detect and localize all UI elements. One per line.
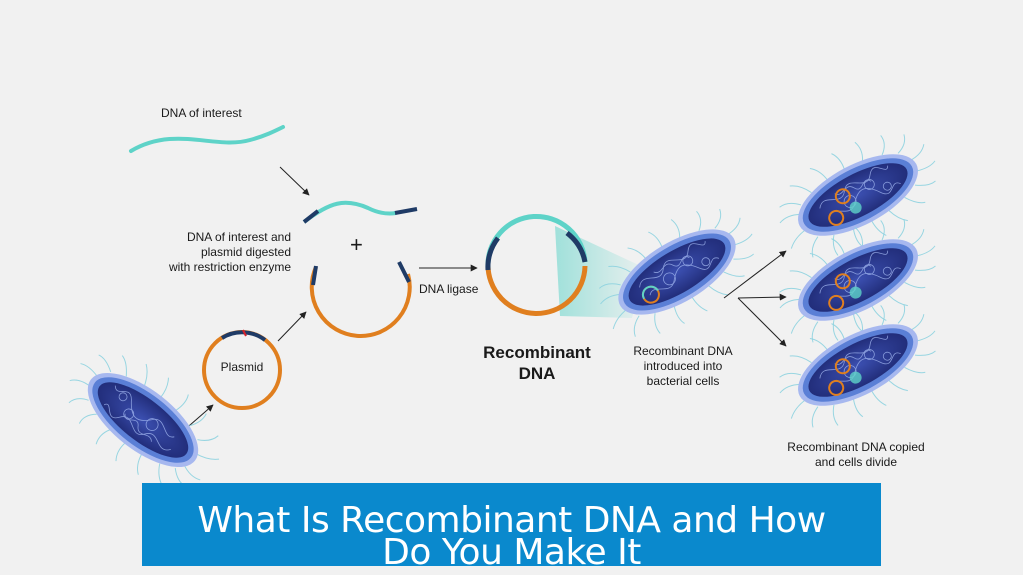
- bacterium-icon: [760, 281, 956, 449]
- plasmid-ring-icon: [202, 329, 282, 410]
- label-digested: DNA of interest and plasmid digested wit…: [150, 230, 291, 275]
- label-recombinant-dna: Recombinant DNA: [472, 342, 602, 384]
- bacterium-icon: [760, 111, 956, 279]
- label-plasmid: Plasmid: [220, 360, 264, 374]
- bacterium-icon: [579, 186, 775, 358]
- label-introduced-line: introduced into: [643, 359, 723, 373]
- digested-plasmid: [309, 261, 412, 338]
- arrow-icon: [279, 166, 310, 196]
- plus-sign: +: [350, 232, 363, 257]
- title-banner: What Is Recombinant DNA and How Do You M…: [142, 483, 881, 566]
- digested-dna-fragment: [302, 200, 418, 224]
- label-copied-line: and cells divide: [814, 455, 898, 469]
- label-copied: Recombinant DNA copied and cells divide: [778, 440, 934, 470]
- label-dna-ligase: DNA ligase: [419, 282, 479, 296]
- label-introduced-line: bacterial cells: [646, 374, 720, 388]
- label-recombinant-line: DNA: [518, 364, 556, 383]
- dna-of-interest-strand: [129, 125, 285, 153]
- arrow-icon: [737, 297, 787, 347]
- label-introduced: Recombinant DNA introduced into bacteria…: [616, 344, 750, 389]
- banner-title: What Is Recombinant DNA and How Do You M…: [197, 500, 826, 567]
- label-copied-line: Recombinant DNA copied: [787, 440, 925, 454]
- label-recombinant-line: Recombinant: [483, 343, 591, 362]
- label-dna-of-interest: DNA of interest: [161, 106, 242, 120]
- bacterium-icon: [760, 196, 956, 364]
- label-digested-line: plasmid digested: [200, 245, 291, 259]
- label-digested-line: DNA of interest and: [186, 230, 291, 244]
- arrow-icon: [737, 293, 787, 301]
- label-introduced-line: Recombinant DNA: [633, 344, 733, 358]
- arrow-icon: [723, 250, 787, 299]
- arrow-icon: [277, 311, 307, 342]
- recombinant-dna-ring: [485, 213, 588, 316]
- label-digested-line: with restriction enzyme: [168, 260, 291, 274]
